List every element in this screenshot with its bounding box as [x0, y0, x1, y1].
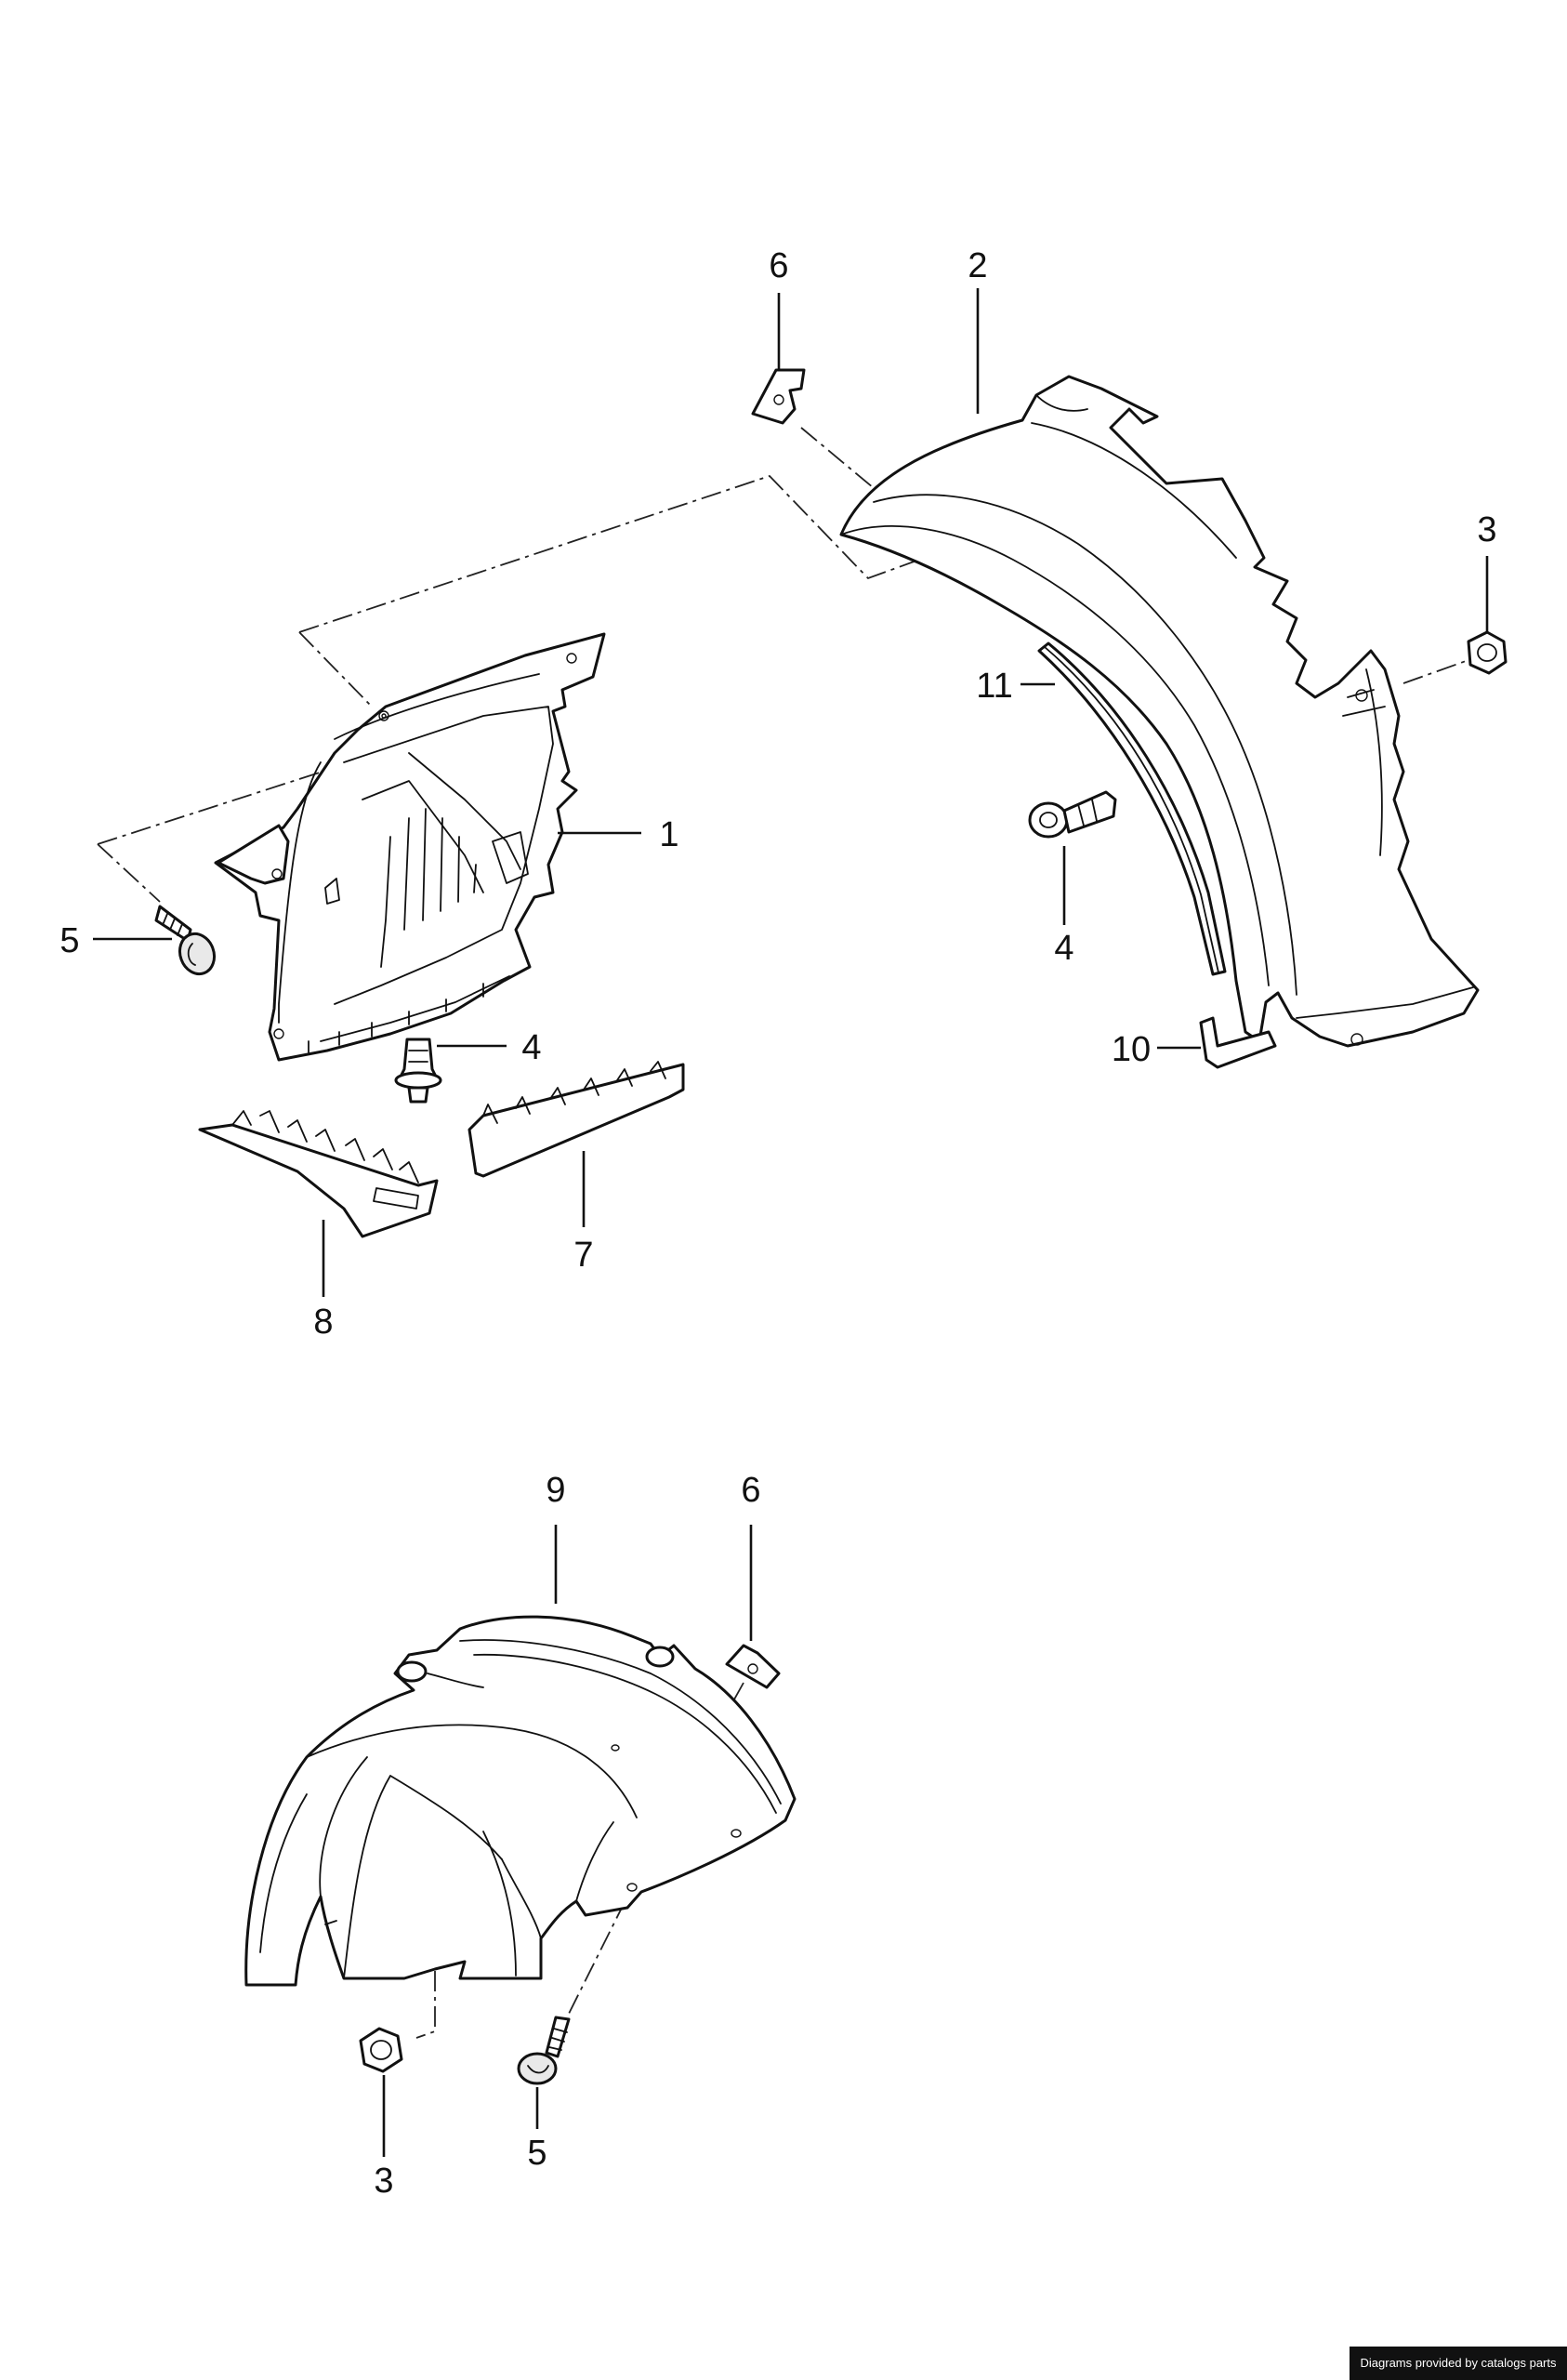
callout-3-lower: 3 — [374, 2162, 393, 2201]
rivet-part-upper-right — [1028, 790, 1117, 839]
callout-1: 1 — [659, 815, 678, 854]
callout-5-upper: 5 — [59, 921, 79, 960]
callout-11: 11 — [976, 667, 1012, 706]
callout-6-upper: 6 — [769, 246, 788, 285]
credit-banner: Diagrams provided by catalogs parts — [1350, 2347, 1567, 2380]
callout-5-lower: 5 — [527, 2134, 546, 2173]
nut-part-upper — [1467, 630, 1508, 675]
rivet-part-upper-center — [394, 1038, 442, 1104]
edge-strip-part — [1037, 641, 1227, 976]
callout-3-upper: 3 — [1477, 510, 1496, 549]
callout-6-lower: 6 — [741, 1471, 760, 1510]
callout-7: 7 — [573, 1236, 593, 1275]
callouts-upper: 6 2 3 11 1 5 4 4 10 7 8 — [59, 246, 1496, 1342]
screw-part-lower — [517, 2016, 571, 2085]
wheel-housing-liner-part — [839, 375, 1480, 1048]
screw-part-upper — [154, 905, 217, 976]
bracket-part-upper — [751, 368, 806, 425]
callout-4-center: 4 — [521, 1028, 541, 1067]
clip-part-10 — [1199, 1016, 1277, 1069]
callouts-lower: 9 6 3 5 — [374, 1471, 760, 2201]
bracket-part-lower — [725, 1644, 781, 1689]
trim-part-7 — [467, 1061, 685, 1178]
callout-10: 10 — [1112, 1030, 1151, 1069]
rear-liner-part — [244, 1615, 797, 1987]
leader-lines-lower — [382, 1525, 753, 2157]
callout-9: 9 — [546, 1471, 565, 1510]
trim-part-8 — [198, 1110, 439, 1238]
callout-8: 8 — [313, 1302, 333, 1342]
leader-lines-upper — [93, 288, 1489, 1297]
callout-4-right: 4 — [1054, 929, 1073, 968]
nut-part-lower — [359, 2027, 403, 2073]
liner-panel-part — [214, 632, 606, 1062]
callout-2: 2 — [968, 246, 987, 285]
